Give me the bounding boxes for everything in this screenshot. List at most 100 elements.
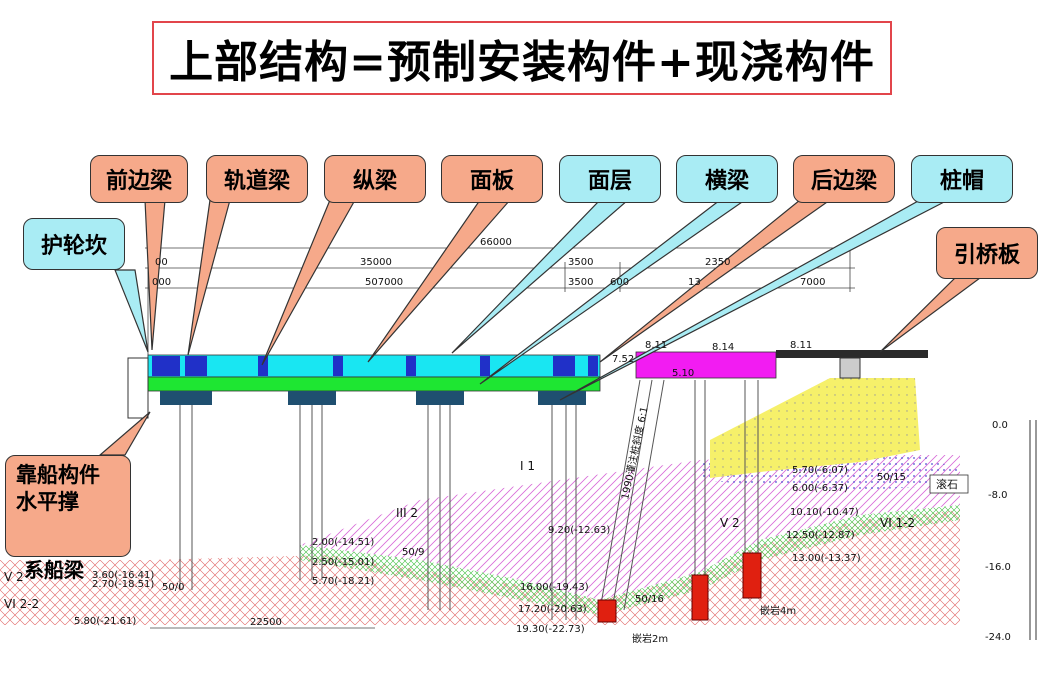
beam-block-6: [480, 356, 490, 376]
soil-V2b: V 2: [4, 570, 24, 584]
elev-7-52: 7.52: [612, 354, 634, 365]
beam-block-8: [588, 356, 598, 376]
level-farleft-3: 5.80(-21.61): [74, 616, 136, 627]
level-right-4: 12.50(-12.87): [786, 530, 855, 541]
pointer-approach-slab: [879, 277, 982, 353]
fender: [127, 357, 149, 419]
pile-cap-1: [160, 391, 212, 405]
soil-rubble: 滚石: [936, 477, 958, 491]
level-mid-3: 17.20(-20.63): [518, 604, 587, 615]
note-rock-2m: 嵌岩2m: [632, 632, 668, 645]
pointer-wheel-guard: [114, 269, 149, 353]
dim-000: 000: [152, 277, 171, 288]
levels-right: 5.70(-6.07) 6.00(-6.37) 10.10(-10.47) 12…: [786, 465, 861, 564]
dim-35000: 35000: [360, 257, 392, 268]
ratio-labels: 50/9 50/16 50/15 50/0: [162, 472, 906, 605]
scale-tick-2: -16.0: [985, 562, 1011, 573]
dim-600: 600: [610, 277, 629, 288]
callout-cross-beam: 横梁: [676, 155, 778, 203]
elevation-text: 8.11 8.14 8.11 7.52 5.10: [612, 340, 812, 379]
approach-slab: [776, 350, 928, 358]
beam-block-3: [258, 356, 268, 376]
soil-green-layer: [300, 505, 960, 615]
rock-socket-3: [742, 552, 762, 599]
level-right-1: 5.70(-6.07): [792, 465, 848, 476]
level-left-2: 2.50(-15.01): [312, 557, 374, 568]
elev-8-11a: 8.11: [645, 340, 667, 351]
rock-sockets: [597, 552, 762, 623]
level-left-3: 5.70(-18.21): [312, 576, 374, 587]
callout-wheel-guard: 护轮坎: [23, 218, 125, 270]
callout-longitudinal-beam: 纵梁: [324, 155, 426, 203]
ratio-50-15: 50/15: [877, 472, 906, 483]
wharf-deck: [127, 350, 928, 419]
levels-mid: 9.20(-12.63) 16.00(-19.43) 17.20(-20.63)…: [516, 525, 610, 635]
dim-00: 00: [155, 257, 168, 268]
level-mid-4: 19.30(-22.73): [516, 624, 585, 635]
dim-2350: 2350: [705, 257, 730, 268]
soil-yellow-layer: [710, 378, 920, 478]
beam-block-1: [152, 356, 180, 376]
callout-front-edge-beam: 前边梁: [90, 155, 188, 203]
scale-tick-1: -8.0: [988, 490, 1008, 501]
elev-8-14: 8.14: [712, 342, 734, 353]
callout-berthing-member: 靠船构件水平撑: [5, 455, 131, 557]
levels-far-left: 3.60(-16.41) 2.70(-18.51) 5.80(-21.61): [74, 570, 154, 627]
abutment: [839, 357, 861, 379]
note-rock-4m: 嵌岩4m: [760, 604, 796, 617]
beam-block-4: [333, 356, 343, 376]
level-mid-1: 9.20(-12.63): [548, 525, 610, 536]
deck-cyan: [147, 354, 601, 378]
soil-VI22: VI 2-2: [4, 597, 39, 611]
beam-block-7: [553, 356, 575, 376]
callout-pile-cap: 桩帽: [911, 155, 1013, 203]
pile-cap-2: [288, 391, 336, 405]
pointer-rear-edge-beam: [599, 199, 832, 363]
scale-tick-0: 0.0: [992, 420, 1008, 431]
soil-red-layer: [0, 510, 960, 625]
soil-VI12: VI 1-2: [880, 516, 915, 530]
soil-V2a: V 2: [720, 516, 740, 530]
piles: [179, 379, 759, 620]
dim-3500b: 3500: [568, 277, 593, 288]
deck-green: [147, 376, 601, 392]
callout-rear-edge-beam: 后边梁: [793, 155, 895, 203]
soil-labels: I 1 III 2 V 2 V 2 VI 2-2 VI 1-2 滚石: [4, 459, 969, 611]
level-right-5: 13.00(-13.37): [792, 553, 861, 564]
dim-22500: 22500: [250, 617, 282, 628]
dimension-lines: [145, 240, 855, 629]
pointer-rail-beam: [187, 199, 231, 356]
level-left-1: 2.00(-14.51): [312, 537, 374, 548]
label-mooring-beam: 系船梁: [24, 558, 84, 582]
callout-rail-beam: 轨道梁: [206, 155, 308, 203]
elevation-scale: 0.0 -8.0 -16.0 -24.0: [985, 420, 1037, 643]
title-box: 上部结构=预制安装构件+现浇构件: [152, 21, 892, 95]
dimension-text: 66000 35000 3500 2350 507000 3500 7000 0…: [152, 237, 825, 628]
level-right-2: 6.00(-6.37): [792, 483, 848, 494]
rock-socket-1: [597, 599, 617, 623]
callout-deck-panel: 面板: [441, 155, 543, 203]
ratio-50-16: 50/16: [635, 594, 664, 605]
ratio-50-9: 50/9: [402, 547, 424, 558]
levels-left: 2.00(-14.51) 2.50(-15.01) 5.70(-18.21): [312, 537, 374, 587]
dim-13: 13: [688, 277, 701, 288]
level-right-3: 10.10(-10.47): [790, 507, 859, 518]
callout-pointers: [98, 199, 982, 456]
elev-8-11b: 8.11: [790, 340, 812, 351]
scale-tick-3: -24.0: [985, 632, 1011, 643]
pointer-berthing: [98, 411, 151, 456]
dim-507000: 507000: [365, 277, 403, 288]
dim-7000: 7000: [800, 277, 825, 288]
dim-3500a: 3500: [568, 257, 593, 268]
callout-pointers-cyan: [114, 199, 949, 401]
level-mid-2: 16.00(-19.43): [520, 582, 589, 593]
beam-block-5: [406, 356, 416, 376]
elev-5-10: 5.10: [672, 368, 694, 379]
pile-cap-4: [538, 391, 586, 405]
rock-socket-2: [691, 574, 709, 621]
dim-66000: 66000: [480, 237, 512, 248]
soil-III2: III 2: [396, 506, 418, 520]
pointer-longitudinal-beam: [261, 199, 357, 366]
level-farleft-2: 2.70(-18.51): [92, 579, 154, 590]
